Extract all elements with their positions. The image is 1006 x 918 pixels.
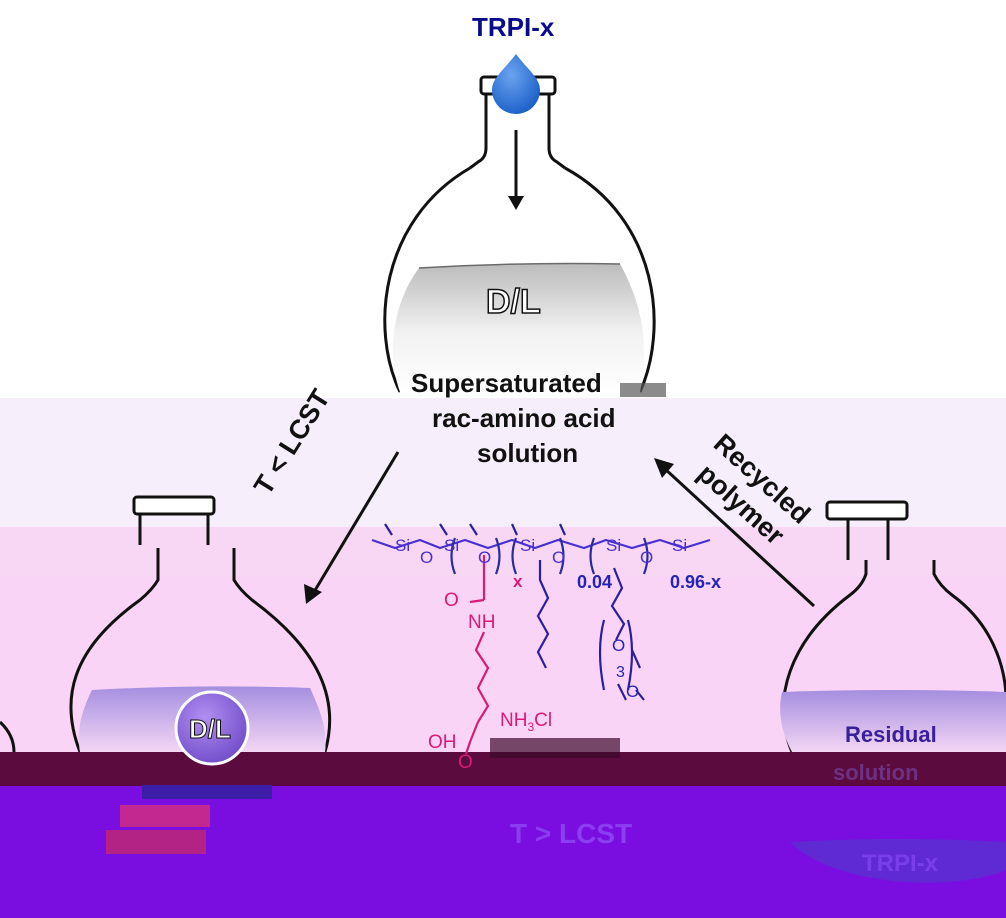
left-flask-body-left [69, 548, 160, 753]
si-label-2: Si [444, 536, 460, 555]
peg-repeat-n: 3 [616, 664, 625, 681]
peg-chain [610, 567, 645, 701]
right-flask-liquid [780, 690, 1006, 752]
peg-brackets [598, 619, 634, 691]
right-flask-polymer-label: TRPI-x [862, 850, 939, 877]
methyl-ticks [384, 523, 567, 536]
top-flask [383, 54, 656, 393]
right-flask-text-line2: solution [833, 760, 919, 785]
left-flask-body-right [232, 548, 332, 753]
reagent-label: TRPI-x [472, 12, 555, 42]
si-label-4: Si [606, 536, 622, 555]
left-diagonal-arrow [304, 451, 400, 604]
right-diagonal-arrow [654, 458, 816, 608]
amine-nh: NH [500, 710, 528, 731]
render-artifacts [106, 383, 666, 854]
acid-oh: OH [428, 732, 457, 753]
top-flask-meniscus [418, 262, 621, 269]
right-flask-body-right [932, 560, 1006, 701]
droplet-icon [492, 54, 540, 114]
top-flask-badge: D/L [485, 282, 541, 322]
amine-sub: 3 [527, 719, 535, 734]
acid-o: O [458, 752, 473, 773]
top-flask-neck-right [547, 94, 566, 170]
siloxane-backbone [371, 538, 711, 550]
right-flask [780, 500, 1006, 883]
amide-nh: NH [468, 612, 496, 633]
right-flask-text-line1: Residual [845, 722, 937, 747]
o-label-4: O [640, 548, 654, 567]
left-flask-stopper [132, 495, 216, 516]
peg-o-1: O [612, 636, 626, 655]
si-label-5: Si [672, 536, 688, 555]
o-label-3: O [552, 548, 566, 567]
subscript-x: x [513, 572, 523, 591]
polymer-structure [371, 523, 711, 755]
top-flask-text-line1: Supersaturated [411, 368, 602, 398]
left-flask-badge-text: D/L [189, 714, 232, 745]
lysine-acid [464, 721, 480, 755]
band-light-lavender [0, 398, 1006, 546]
si-label-3: Si [520, 536, 536, 555]
top-flask-neck-left [469, 94, 488, 170]
left-flask [0, 495, 332, 766]
top-flask-liquid [392, 263, 644, 392]
lysine-side-chain [474, 631, 490, 723]
right-flask-stopper [825, 500, 909, 521]
si-label-1: Si [395, 536, 411, 555]
top-flask-text-line2: rac-amino acid [432, 403, 616, 433]
right-flask-polymer-phase [790, 839, 1006, 883]
o-label-1: O [420, 548, 434, 567]
peg-o-2: O [626, 682, 640, 701]
repeat-unit-brackets [450, 537, 649, 575]
bottom-label: T > LCST [510, 818, 633, 849]
carbonyl-o: O [444, 590, 459, 611]
subscript-0-04: 0.04 [577, 572, 613, 592]
amine-cl: Cl [534, 710, 553, 731]
band-pink-upper [0, 527, 1006, 577]
amine-group: NH3Cl [500, 710, 552, 734]
left-flask-badge [174, 690, 250, 766]
top-flask-body-left [383, 166, 471, 393]
top-flask-text-line3: solution [477, 438, 579, 468]
lysine-carbonyl [469, 555, 486, 604]
alkyl-chain [536, 560, 550, 669]
subscript-0-96-x: 0.96-x [670, 572, 722, 592]
o-label-2: O [478, 548, 492, 567]
top-flask-body-right [564, 166, 656, 393]
addition-arrow-head [508, 196, 524, 210]
far-left-flask-edge [0, 720, 16, 753]
